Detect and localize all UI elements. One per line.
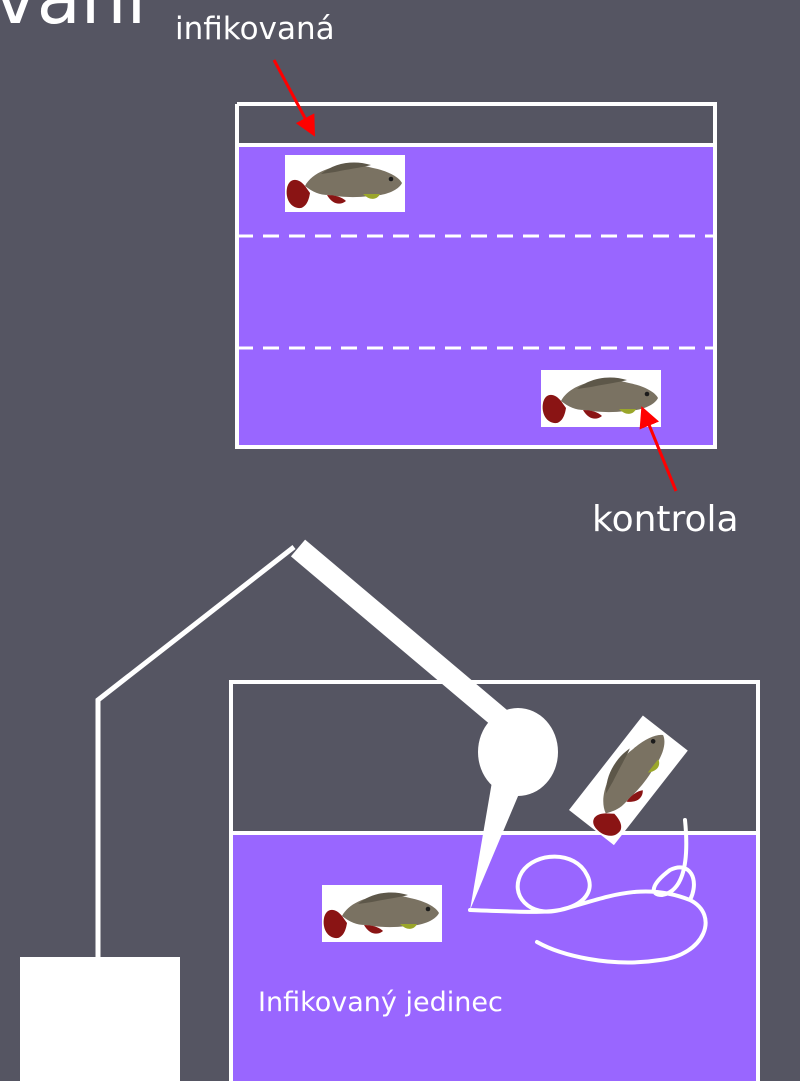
arrow-to-infected-fish bbox=[274, 60, 313, 133]
fish-infected-icon bbox=[285, 155, 405, 212]
label-infected-individual: Infikovaný jedinec bbox=[258, 989, 503, 1016]
fish-escaping-icon bbox=[569, 715, 688, 845]
fish-control-icon bbox=[541, 370, 661, 427]
fish-infected-individual-icon bbox=[322, 885, 442, 942]
stand-base-block bbox=[20, 957, 180, 1081]
net-handle bbox=[298, 548, 522, 737]
